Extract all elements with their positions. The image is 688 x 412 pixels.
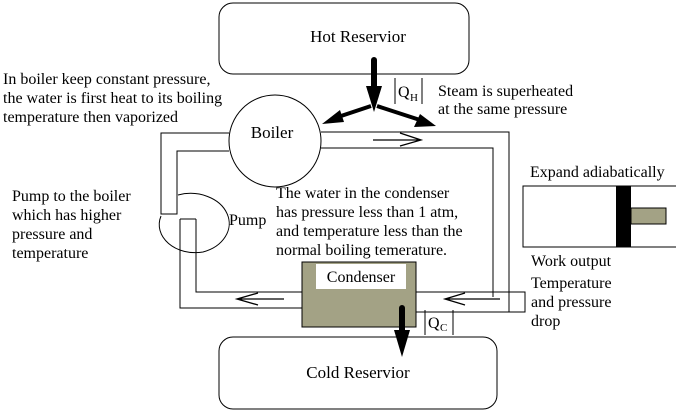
qc-label: Q	[428, 315, 440, 332]
condenser-label-bg	[316, 264, 406, 289]
pump-note-line: which has higher	[12, 207, 122, 224]
flow-arrow-top	[373, 132, 424, 147]
boiler-note-line: the water is first heat to its boiling	[3, 90, 222, 107]
pump-body	[158, 192, 230, 254]
work-note: Work output	[531, 253, 612, 270]
piston-rod	[630, 207, 667, 225]
condenser-note: The water in the condenser has pressure …	[276, 185, 463, 259]
drop-note-line: and pressure	[531, 294, 611, 311]
boiler-vessel	[228, 94, 322, 188]
heat-in-branch-right	[376, 104, 421, 122]
flow-arrow-bottom-left	[234, 292, 284, 306]
pump-note-line: temperature	[12, 245, 88, 262]
condenser-note-line: and temperature less than the	[276, 223, 463, 240]
pump-note-line: pressure and	[12, 226, 92, 243]
heat-in-branch-left-head	[322, 110, 344, 124]
hot-reservoir-box	[218, 2, 470, 75]
condenser-note-line: has pressure less than 1 atm,	[276, 204, 458, 221]
heat-in-branch-right-head	[414, 114, 436, 127]
qh-subscript: H	[410, 92, 418, 104]
boiler-label: Boiler	[251, 123, 294, 142]
qc-subscript: C	[440, 322, 447, 334]
bottom-pipe-left	[179, 218, 303, 309]
pump-note-line: Pump to the boiler	[12, 188, 131, 205]
piston-head	[616, 186, 631, 247]
cold-reservoir-label: Cold Reservior	[306, 363, 410, 382]
cold-reservoir-box	[218, 336, 498, 410]
boiler-note-line: temperature then vaporized	[3, 109, 178, 126]
condenser-note-line: normal boiling temerature.	[276, 242, 447, 259]
steam-note-line: at the same pressure	[438, 101, 567, 118]
flow-arrow-bottom-right	[442, 292, 500, 306]
piston-cylinder	[522, 185, 676, 248]
boiler-note: In boiler keep constant pressure, the wa…	[3, 71, 222, 126]
drop-note: Temperature and pressure drop	[531, 275, 612, 330]
expand-note: Expand adiabatically	[530, 164, 665, 181]
boiler-note-line: In boiler keep constant pressure,	[3, 71, 210, 88]
condenser-note-line: The water in the condenser	[276, 185, 450, 202]
drop-note-line: Temperature	[531, 275, 612, 292]
steam-note: Steam is superheated at the same pressur…	[438, 83, 573, 118]
bottom-pipe-right	[415, 291, 526, 313]
qh-label: Q	[398, 84, 410, 101]
heat-in-arrowhead	[366, 86, 382, 112]
drop-note-line: drop	[531, 313, 560, 330]
steam-note-line: Steam is superheated	[438, 83, 573, 100]
pump-label: Pump	[229, 212, 266, 229]
pump-note: Pump to the boiler which has higher pres…	[12, 188, 131, 262]
condenser-label: Condenser	[327, 269, 396, 286]
left-pipe-top	[160, 132, 229, 215]
heat-out-arrowhead	[394, 330, 410, 357]
hot-reservoir-label: Hot Reservior	[310, 27, 406, 46]
